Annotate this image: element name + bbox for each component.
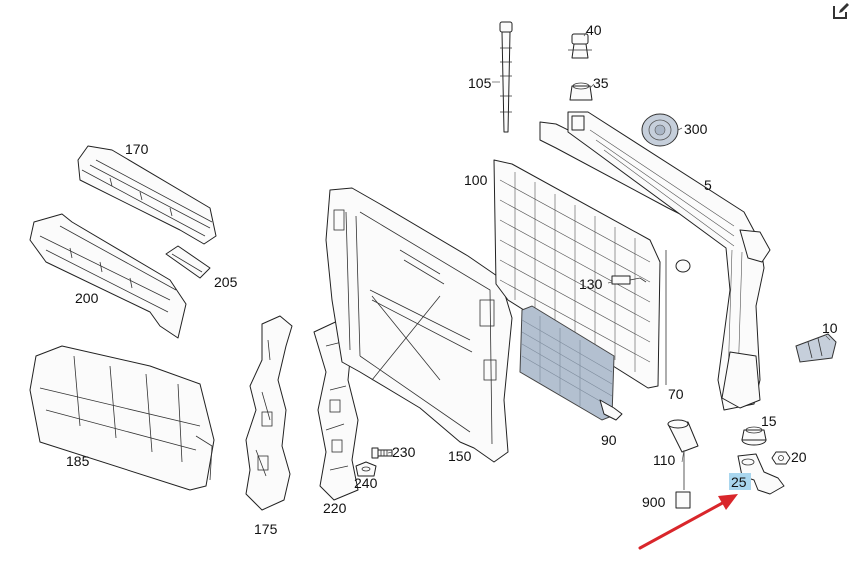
part-900-cap xyxy=(675,491,691,509)
callout-15: 15 xyxy=(761,413,777,429)
part-230-bolt xyxy=(371,447,393,459)
callout-200: 200 xyxy=(75,290,99,306)
callout-20: 20 xyxy=(791,449,807,465)
callout-150: 150 xyxy=(448,448,472,464)
part-240-nut xyxy=(355,461,377,477)
callout-205: 205 xyxy=(214,274,238,290)
callout-130: 130 xyxy=(579,276,603,292)
callout-900: 900 xyxy=(642,494,666,510)
part-5-radiator xyxy=(539,111,771,411)
callout-105: 105 xyxy=(468,75,492,91)
part-175-side-bracket xyxy=(245,315,293,511)
callout-5: 5 xyxy=(704,177,712,193)
part-200-air-guide xyxy=(29,213,187,339)
callout-25: 25 xyxy=(731,474,747,490)
callout-labels: 40 35 105 300 170 100 5 205 200 130 10 7… xyxy=(66,22,838,537)
part-170-air-duct-upper xyxy=(77,145,217,245)
part-15-mount xyxy=(741,426,767,446)
part-185-lower-shroud xyxy=(29,345,215,491)
part-205-clip xyxy=(165,245,211,279)
callout-70: 70 xyxy=(668,386,684,402)
part-10-fitting xyxy=(795,333,837,363)
part-40-clip xyxy=(568,33,592,59)
callout-230: 230 xyxy=(392,444,416,460)
edit-icon[interactable] xyxy=(830,0,852,22)
part-20-nut xyxy=(771,451,791,465)
callout-90: 90 xyxy=(601,432,617,448)
part-35-grommet xyxy=(569,82,593,101)
callout-10: 10 xyxy=(822,320,838,336)
callout-35: 35 xyxy=(593,75,609,91)
part-105-dryer xyxy=(499,21,513,133)
callout-110: 110 xyxy=(653,452,676,468)
callout-25-highlight xyxy=(729,473,751,490)
part-70-pipe xyxy=(665,250,691,385)
callout-170: 170 xyxy=(125,141,149,157)
edit-icon-glyph xyxy=(833,3,849,19)
callout-300: 300 xyxy=(684,121,708,137)
callout-100: 100 xyxy=(464,172,488,188)
callout-240: 240 xyxy=(354,475,378,491)
callout-175: 175 xyxy=(254,521,278,537)
part-130-valve xyxy=(611,275,647,285)
part-100-condenser xyxy=(493,159,661,389)
red-arrow xyxy=(638,494,738,550)
part-90-oil-cooler xyxy=(519,305,623,421)
callout-185: 185 xyxy=(66,453,90,469)
callout-220: 220 xyxy=(323,500,347,516)
callout-40: 40 xyxy=(586,22,602,38)
part-110-sensor xyxy=(667,419,699,490)
leader-lines xyxy=(387,29,831,463)
part-300-cap xyxy=(641,113,679,147)
part-150-carrier-frame xyxy=(325,187,513,463)
